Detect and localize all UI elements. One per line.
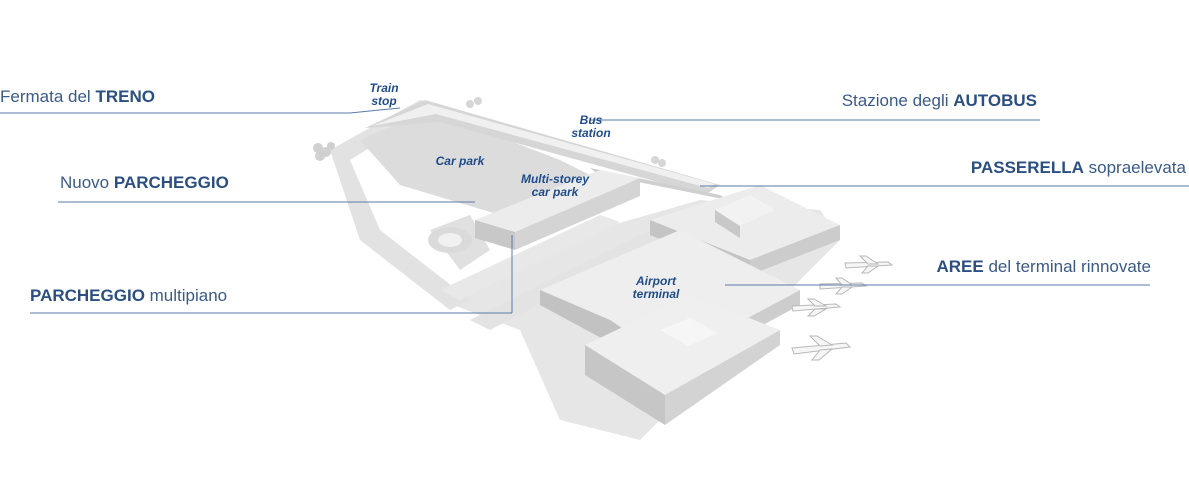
road-strip bbox=[440, 215, 620, 300]
airplane-icon bbox=[791, 335, 852, 361]
multistorey-side bbox=[515, 178, 640, 250]
callout-parking-new-bold: PARCHEGGIO bbox=[113, 173, 229, 192]
terminal-pier-roof bbox=[660, 318, 718, 346]
callout-walkway-bold: PASSERELLA bbox=[970, 158, 1084, 177]
access-road bbox=[330, 100, 470, 310]
callout-train-bold: TRENO bbox=[95, 87, 155, 106]
callout-train-text: Fermata del bbox=[0, 87, 96, 106]
label-multi-storey-line2: car park bbox=[531, 185, 579, 199]
label-car-park: Car park bbox=[420, 155, 500, 168]
rail-corridor-top bbox=[372, 104, 715, 188]
tree-icon bbox=[313, 142, 335, 161]
label-train-stop-line1: Train bbox=[369, 81, 399, 95]
label-bus-station: Bus station bbox=[556, 114, 626, 140]
tree-icon bbox=[466, 97, 482, 108]
label-bus-station-line2: station bbox=[571, 126, 611, 140]
label-airport-terminal-line2: terminal bbox=[632, 287, 680, 301]
callout-multistorey: PARCHEGGIO multipiano bbox=[30, 286, 227, 306]
car-park-surface bbox=[360, 110, 590, 215]
label-train-stop: Train stop bbox=[356, 82, 412, 108]
label-train-stop-line2: stop bbox=[371, 94, 397, 108]
tree-icon bbox=[651, 156, 666, 167]
callout-multistorey-bold: PARCHEGGIO bbox=[30, 286, 145, 305]
callout-bus-text: Stazione degli bbox=[841, 91, 954, 110]
callout-terminal-areas: AREE del terminal rinnovate bbox=[937, 257, 1152, 277]
callout-walkway-text: sopraelevata bbox=[1083, 158, 1186, 177]
callout-parking-new: Nuovo PARCHEGGIO bbox=[60, 173, 229, 193]
callout-multistorey-text: multipiano bbox=[144, 286, 228, 305]
terminal-tower-front bbox=[715, 210, 740, 238]
terminal-pier-top bbox=[585, 295, 780, 395]
airplane-icon bbox=[844, 255, 894, 274]
callout-terminal-text: del terminal rinnovate bbox=[983, 257, 1151, 276]
terminal-pier-front bbox=[585, 345, 665, 425]
terminal-main-top bbox=[540, 230, 800, 360]
multistorey-front bbox=[475, 220, 515, 250]
roundabout-center bbox=[438, 233, 462, 247]
airplane-icon bbox=[819, 277, 868, 295]
multistorey-top bbox=[475, 170, 640, 232]
label-airport-terminal-line1: Airport bbox=[636, 274, 676, 288]
callout-train: Fermata del TRENO bbox=[0, 87, 155, 107]
callout-terminal-bold: AREE bbox=[936, 257, 984, 276]
callout-parking-new-text: Nuovo bbox=[60, 173, 114, 192]
terminal-rear-side bbox=[750, 225, 840, 275]
callout-bus: Stazione degli AUTOBUS bbox=[842, 91, 1037, 111]
label-airport-terminal: Airport terminal bbox=[620, 275, 692, 301]
callout-walkway: PASSERELLA sopraelevata bbox=[971, 158, 1186, 178]
rail-corridor bbox=[365, 100, 720, 195]
label-multi-storey-line1: Multi-storey bbox=[520, 172, 589, 186]
terminal-pier-side bbox=[665, 330, 780, 425]
label-car-park-line1: Car park bbox=[435, 154, 485, 168]
callout-bus-bold: AUTOBUS bbox=[953, 91, 1037, 110]
callout-line-train-diag bbox=[349, 107, 401, 114]
terminal-tower-top bbox=[715, 195, 775, 226]
label-bus-station-line1: Bus bbox=[579, 113, 603, 127]
airplane-icon bbox=[791, 298, 842, 317]
label-multi-storey: Multi-storey car park bbox=[505, 173, 605, 199]
